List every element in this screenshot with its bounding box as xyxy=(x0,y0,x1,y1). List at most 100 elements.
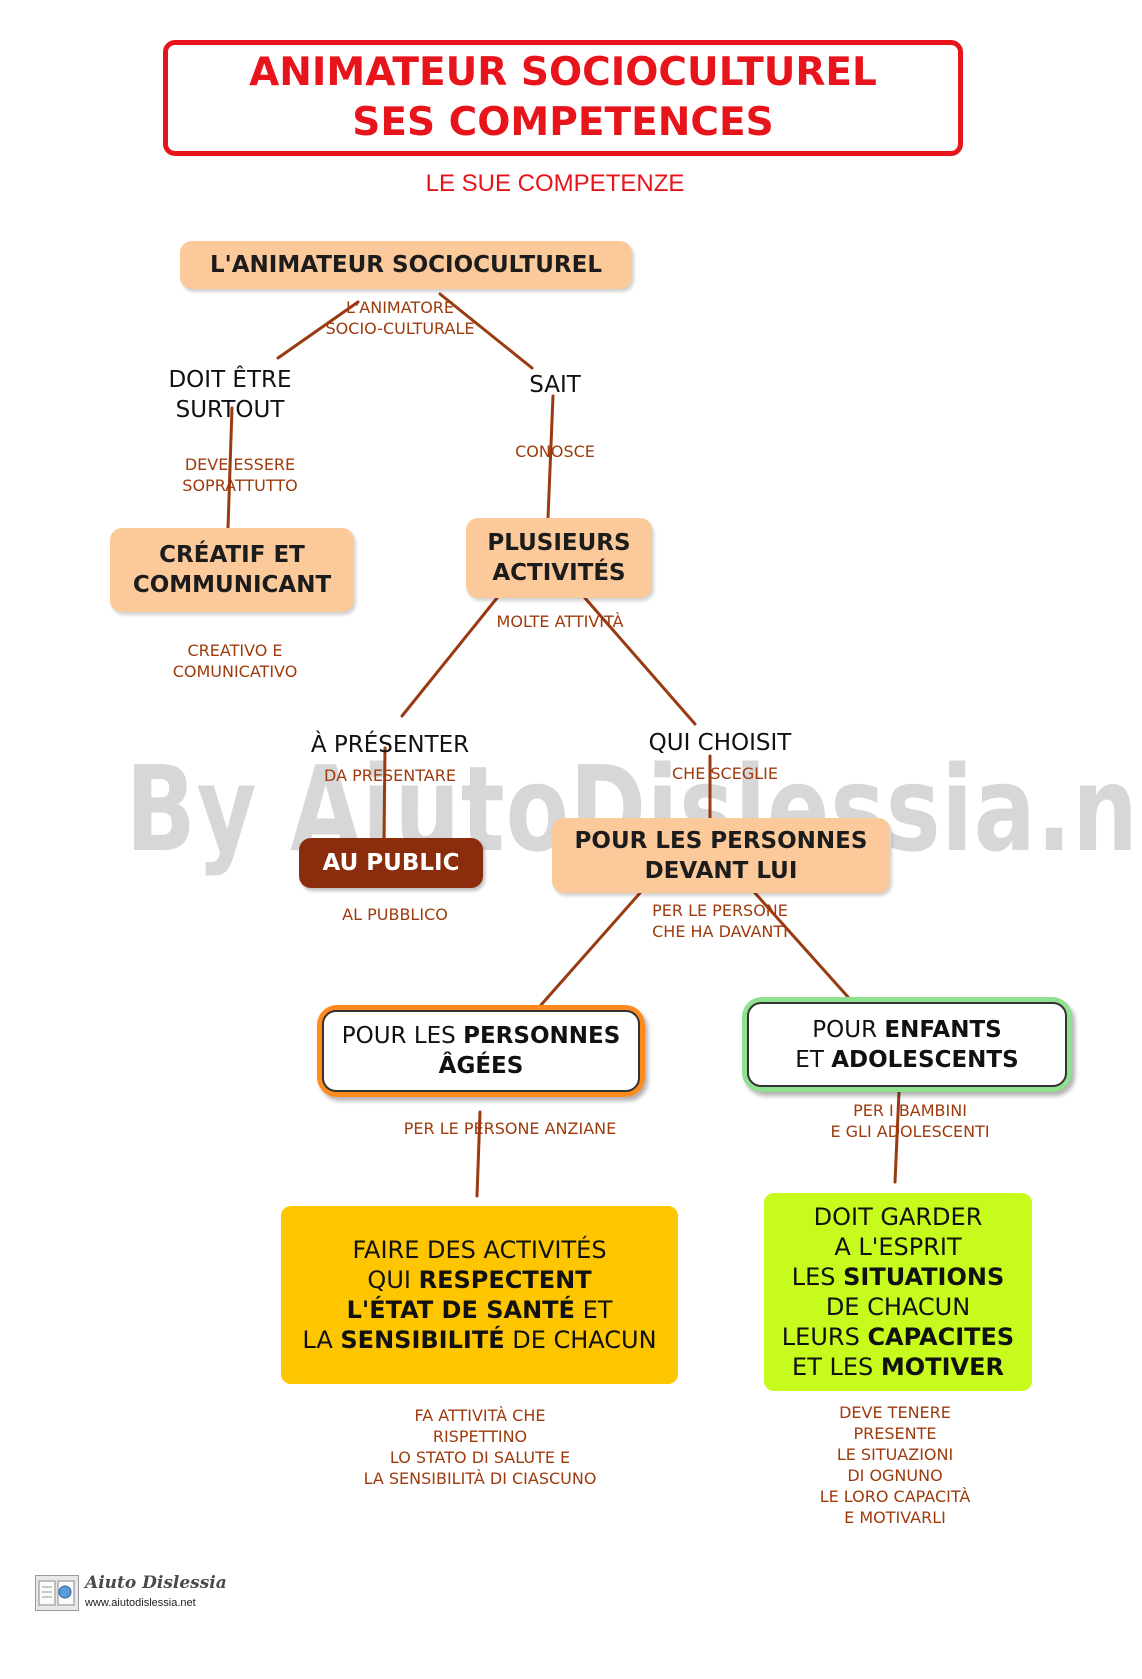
link-doit-translation-line-2: SOPRATTUTTO xyxy=(182,476,298,495)
node-garder-translation-line-6: E MOTIVARLI xyxy=(844,1508,946,1527)
node-personnes: POUR LES PERSONNES DEVANT LUI xyxy=(552,818,890,893)
node-activites-translation-text: MOLTE ATTIVITÀ xyxy=(496,612,624,631)
node-enfants-translation-line-2: E GLI ADOLESCENTI xyxy=(830,1122,990,1141)
node-garder-line-6: ET LES MOTIVER xyxy=(792,1352,1004,1382)
edge-presenter-public xyxy=(382,746,387,840)
link-presenter-translation-text: DA PRESENTARE xyxy=(324,766,456,785)
link-choisit-translation-text: CHE SCEGLIE xyxy=(672,764,778,783)
edge-root-sait xyxy=(438,292,534,370)
node-faire-translation: FA ATTIVITÀ CHE RISPETTINO LO STATO DI S… xyxy=(330,1405,630,1489)
node-faire-translation-line-2: RISPETTINO xyxy=(432,1427,528,1446)
node-garder-line-5-pre: LEURS xyxy=(781,1323,868,1351)
node-enfants-line-2: ET ADOLESCENTS xyxy=(795,1045,1018,1075)
node-garder-line-3: LES SITUATIONS xyxy=(792,1262,1005,1292)
book-icon xyxy=(35,1575,79,1611)
node-personnes-line-2: DEVANT LUI xyxy=(644,857,798,884)
node-faire-line-4-post: DE CHACUN xyxy=(504,1326,657,1354)
node-garder-translation-line-5: LE LORO CAPACITÀ xyxy=(819,1487,971,1506)
link-choisit: QUI CHOISIT xyxy=(630,728,810,758)
node-faire-translation-line-3: LO STATO DI SALUTE E xyxy=(389,1448,571,1467)
node-enfants-bold-1: ENFANTS xyxy=(884,1016,1002,1043)
node-public-label: AU PUBLIC xyxy=(322,850,460,876)
node-activites: PLUSIEURS ACTIVITÉS xyxy=(466,518,652,598)
node-root: L'ANIMATEUR SOCIOCULTUREL xyxy=(180,241,632,289)
link-doit-translation-line-1: DEVE ESSERE xyxy=(184,455,296,474)
edge-sait-activites xyxy=(546,394,555,520)
link-doit-translation: DEVE ESSERE SOPRATTUTTO xyxy=(140,454,340,496)
node-faire-line-4-bold: SENSIBILITÉ xyxy=(340,1326,505,1354)
node-agees-line-1: POUR LES PERSONNES xyxy=(342,1021,621,1051)
logo-name: Aiuto Dislessia xyxy=(85,1573,227,1593)
logo-url: www.aiutodislessia.net xyxy=(85,1597,196,1609)
node-garder-line-3-pre: LES xyxy=(791,1263,844,1291)
node-root-translation-line-2: SOCIO-CULTURALE xyxy=(325,319,475,338)
node-enfants-line-1: POUR ENFANTS xyxy=(812,1015,1001,1045)
node-personnes-translation-line-2: CHE HA DAVANTI xyxy=(652,922,788,941)
title-box: ANIMATEUR SOCIOCULTUREL SES COMPETENCES xyxy=(163,40,963,156)
node-public: AU PUBLIC xyxy=(299,838,483,888)
node-root-translation: L'ANIMATORE SOCIO-CULTURALE xyxy=(290,297,510,339)
title-line-2: SES COMPETENCES xyxy=(352,100,774,145)
node-garder-line-6-bold: MOTIVER xyxy=(880,1353,1004,1381)
node-agees-pre: POUR LES xyxy=(341,1023,464,1049)
node-garder-translation: DEVE TENERE PRESENTE LE SITUAZIONI DI OG… xyxy=(775,1402,1015,1528)
node-agees-translation: PER LE PERSONE ANZIANE xyxy=(380,1118,640,1139)
node-faire-line-2-bold: RESPECTENT xyxy=(418,1266,592,1294)
node-garder-line-6-pre: ET LES xyxy=(792,1353,881,1381)
link-choisit-label: QUI CHOISIT xyxy=(648,730,792,756)
node-faire-line-3: L'ÉTAT DE SANTÉ ET xyxy=(347,1295,613,1325)
node-creatif-translation-line-2: COMUNICATIVO xyxy=(172,662,298,681)
node-agees: POUR LES PERSONNES ÂGÉES xyxy=(317,1005,645,1097)
node-enfants-bold-2: ADOLESCENTS xyxy=(831,1046,1019,1073)
node-faire-translation-line-1: FA ATTIVITÀ CHE xyxy=(414,1406,546,1425)
edge-root-doit xyxy=(276,300,360,360)
title-line-1: ANIMATEUR SOCIOCULTUREL xyxy=(249,50,877,95)
node-garder-translation-line-3: LE SITUAZIONI xyxy=(836,1445,954,1464)
node-agees-translation-text: PER LE PERSONE ANZIANE xyxy=(403,1119,617,1138)
node-public-translation: AL PUBBLICO xyxy=(315,904,475,925)
node-faire-line-2-pre: QUI xyxy=(367,1266,419,1294)
node-creatif-line-1: CRÉATIF ET xyxy=(159,542,305,568)
node-faire-translation-line-4: LA SENSIBILITÀ DI CIASCUNO xyxy=(363,1469,597,1488)
node-faire-line-3-post: ET xyxy=(574,1296,613,1324)
edge-personnes-agees xyxy=(539,891,642,1007)
node-enfants-pre-1: POUR xyxy=(812,1016,885,1043)
node-enfants-translation-line-1: PER I BAMBINI xyxy=(853,1101,967,1120)
node-personnes-translation: PER LE PERSONE CHE HA DAVANTI xyxy=(620,900,820,942)
node-faire-line-4-pre: LA xyxy=(302,1326,341,1354)
link-sait-translation-text: CONOSCE xyxy=(515,442,595,461)
node-garder-line-4: DE CHACUN xyxy=(825,1293,971,1321)
node-creatif-translation: CREATIVO E COMUNICATIVO xyxy=(135,640,335,682)
node-agees-line-2: ÂGÉES xyxy=(438,1053,524,1079)
node-garder: DOIT GARDER A L'ESPRIT LES SITUATIONS DE… xyxy=(764,1193,1032,1391)
edge-personnes-enfants xyxy=(753,891,850,999)
node-public-translation-text: AL PUBBLICO xyxy=(342,905,448,924)
node-garder-line-5: LEURS CAPACITES xyxy=(782,1322,1014,1352)
edge-agees-faire xyxy=(475,1110,482,1198)
edge-doit-creatif xyxy=(226,406,234,530)
node-activites-line-2: ACTIVITÉS xyxy=(492,560,626,586)
node-agees-bold-1: PERSONNES xyxy=(463,1023,621,1049)
link-presenter-translation: DA PRESENTARE xyxy=(300,765,480,786)
link-doit-line-1: DOIT ÊTRE xyxy=(168,367,292,393)
node-enfants-translation: PER I BAMBINI E GLI ADOLESCENTI xyxy=(800,1100,1020,1142)
node-garder-line-1: DOIT GARDER xyxy=(813,1203,983,1231)
subtitle: LE SUE COMPETENZE xyxy=(425,170,685,197)
node-garder-line-2: A L'ESPRIT xyxy=(834,1233,962,1261)
link-doit: DOIT ÊTRE SURTOUT xyxy=(130,365,330,425)
logo: Aiuto Dislessia www.aiutodislessia.net xyxy=(35,1573,235,1615)
edge-activites-presenter xyxy=(400,596,499,718)
node-activites-line-1: PLUSIEURS xyxy=(487,530,631,556)
node-garder-line-3-bold: SITUATIONS xyxy=(843,1263,1005,1291)
node-faire-line-4: LA SENSIBILITÉ DE CHACUN xyxy=(302,1325,656,1355)
node-faire-line-1: FAIRE DES ACTIVITÉS xyxy=(352,1236,607,1264)
node-enfants: POUR ENFANTS ET ADOLESCENTS xyxy=(742,997,1072,1092)
node-faire-line-3-bold: L'ÉTAT DE SANTÉ xyxy=(346,1296,575,1324)
node-enfants-inner: POUR ENFANTS ET ADOLESCENTS xyxy=(747,1002,1067,1087)
node-personnes-line-1: POUR LES PERSONNES xyxy=(574,827,868,854)
node-garder-line-5-bold: CAPACITES xyxy=(867,1323,1015,1351)
node-garder-translation-line-1: DEVE TENERE xyxy=(839,1403,951,1422)
node-personnes-translation-line-1: PER LE PERSONE xyxy=(652,901,788,920)
link-presenter: À PRÉSENTER xyxy=(290,730,490,760)
